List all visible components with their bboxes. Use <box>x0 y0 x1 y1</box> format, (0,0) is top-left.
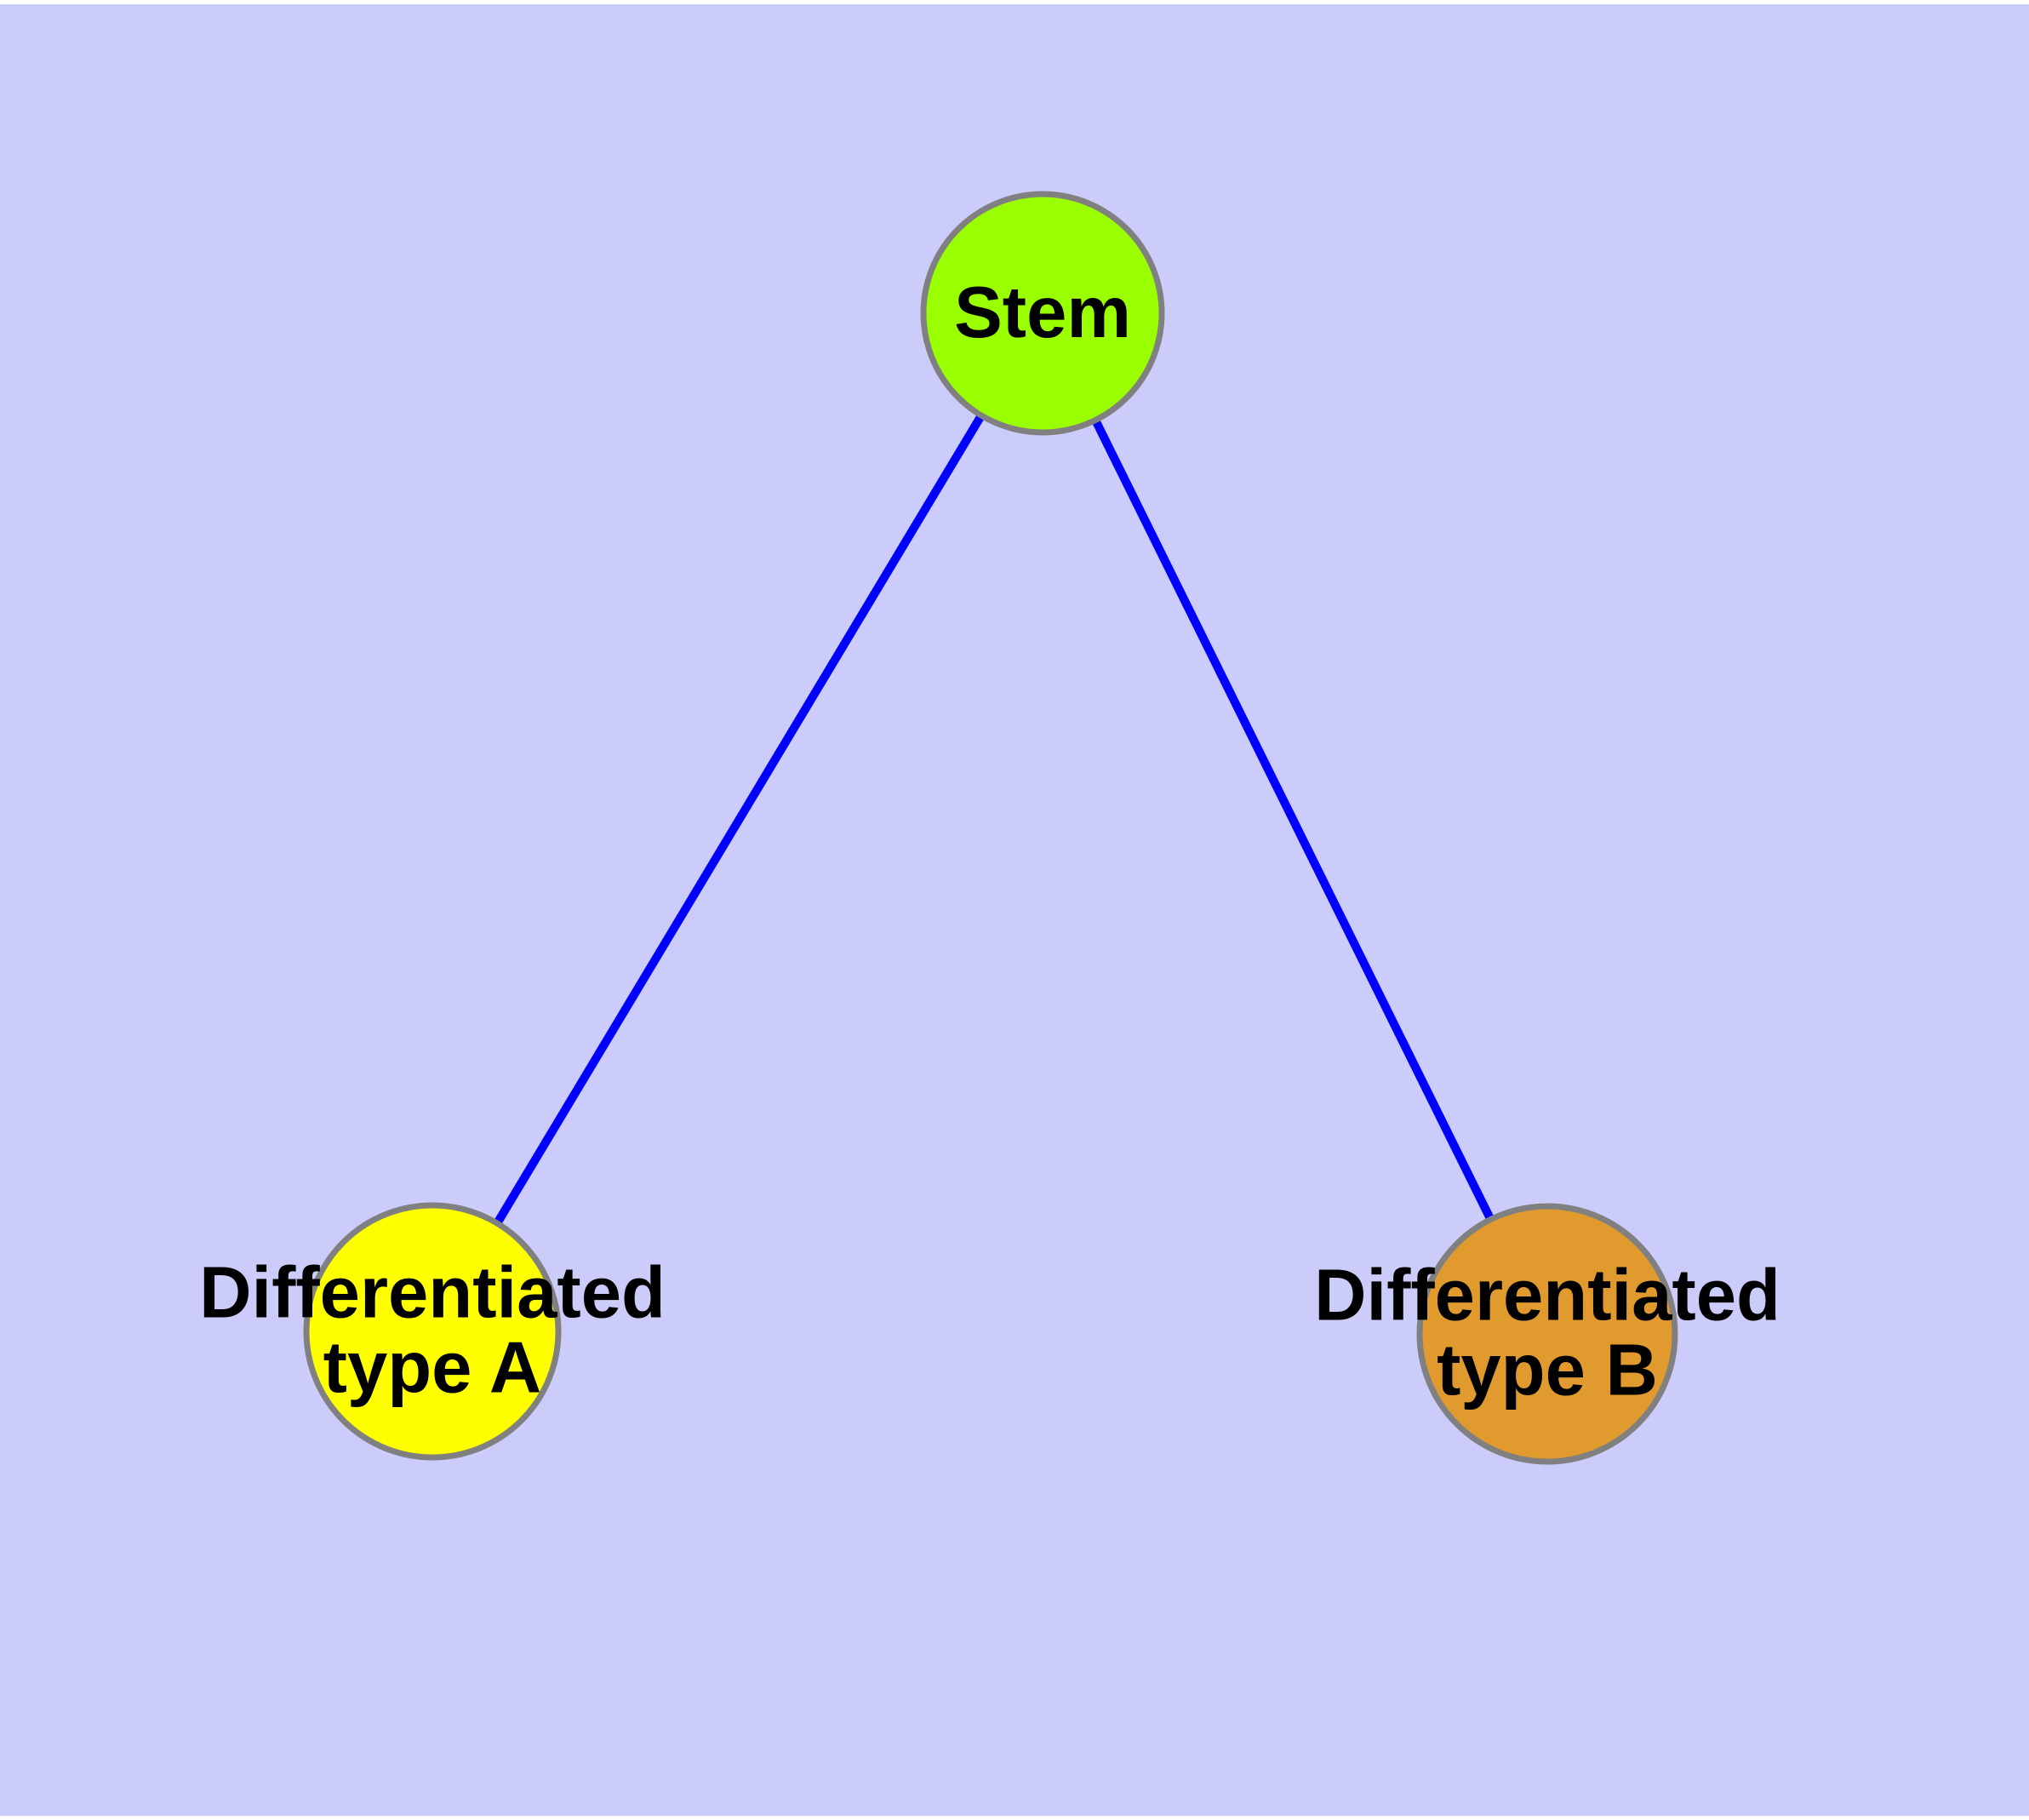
nodes-layer <box>303 191 1678 1465</box>
edges-layer <box>494 415 1495 1224</box>
node-stem[interactable] <box>920 191 1165 436</box>
node-diff_b[interactable] <box>1416 1203 1678 1465</box>
edge-stem-diff-a <box>494 415 985 1224</box>
node-diff_a[interactable] <box>303 1202 562 1461</box>
edge-stem-diff-b <box>1092 420 1495 1220</box>
